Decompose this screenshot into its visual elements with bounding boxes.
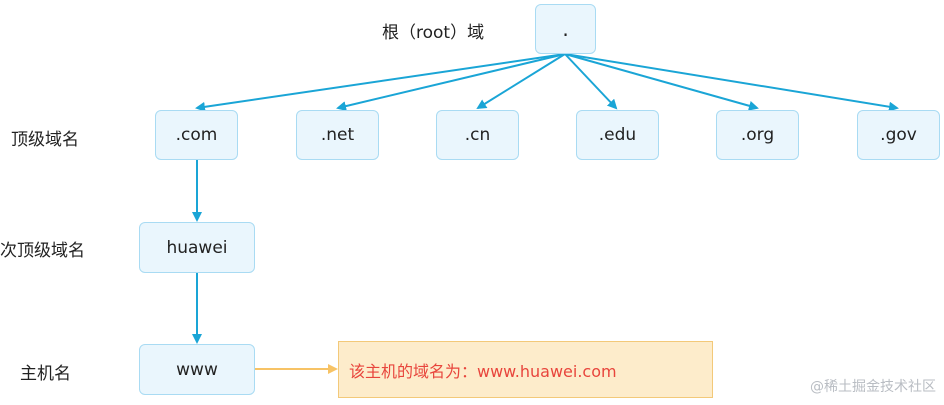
edge-root-org	[564, 53, 759, 111]
level-label-host: 主机名	[20, 364, 71, 384]
node-net: .net	[296, 110, 379, 160]
watermark: @稀土掘金技术社区	[810, 379, 936, 395]
level-label-tld: 顶级域名	[11, 130, 79, 150]
edge-root-net	[336, 53, 566, 112]
full-domain-callout: 该主机的域名为：www.huawei.com	[338, 341, 713, 398]
node-huawei: huawei	[139, 222, 255, 273]
level-label-root: 根（root）域	[382, 23, 485, 43]
node-com: .com	[155, 110, 238, 160]
edge-root-gov	[564, 53, 899, 112]
node-gov: .gov	[857, 110, 940, 160]
node-root: .	[535, 4, 596, 54]
node-edu: .edu	[576, 110, 659, 160]
node-org: .org	[716, 110, 799, 160]
edge-root-cn	[476, 53, 566, 110]
edge-root-com	[195, 53, 566, 112]
level-label-sld: 次顶级域名	[0, 241, 85, 261]
edge-root-edu	[564, 53, 618, 110]
node-cn: .cn	[436, 110, 519, 160]
node-www: www	[139, 344, 255, 395]
